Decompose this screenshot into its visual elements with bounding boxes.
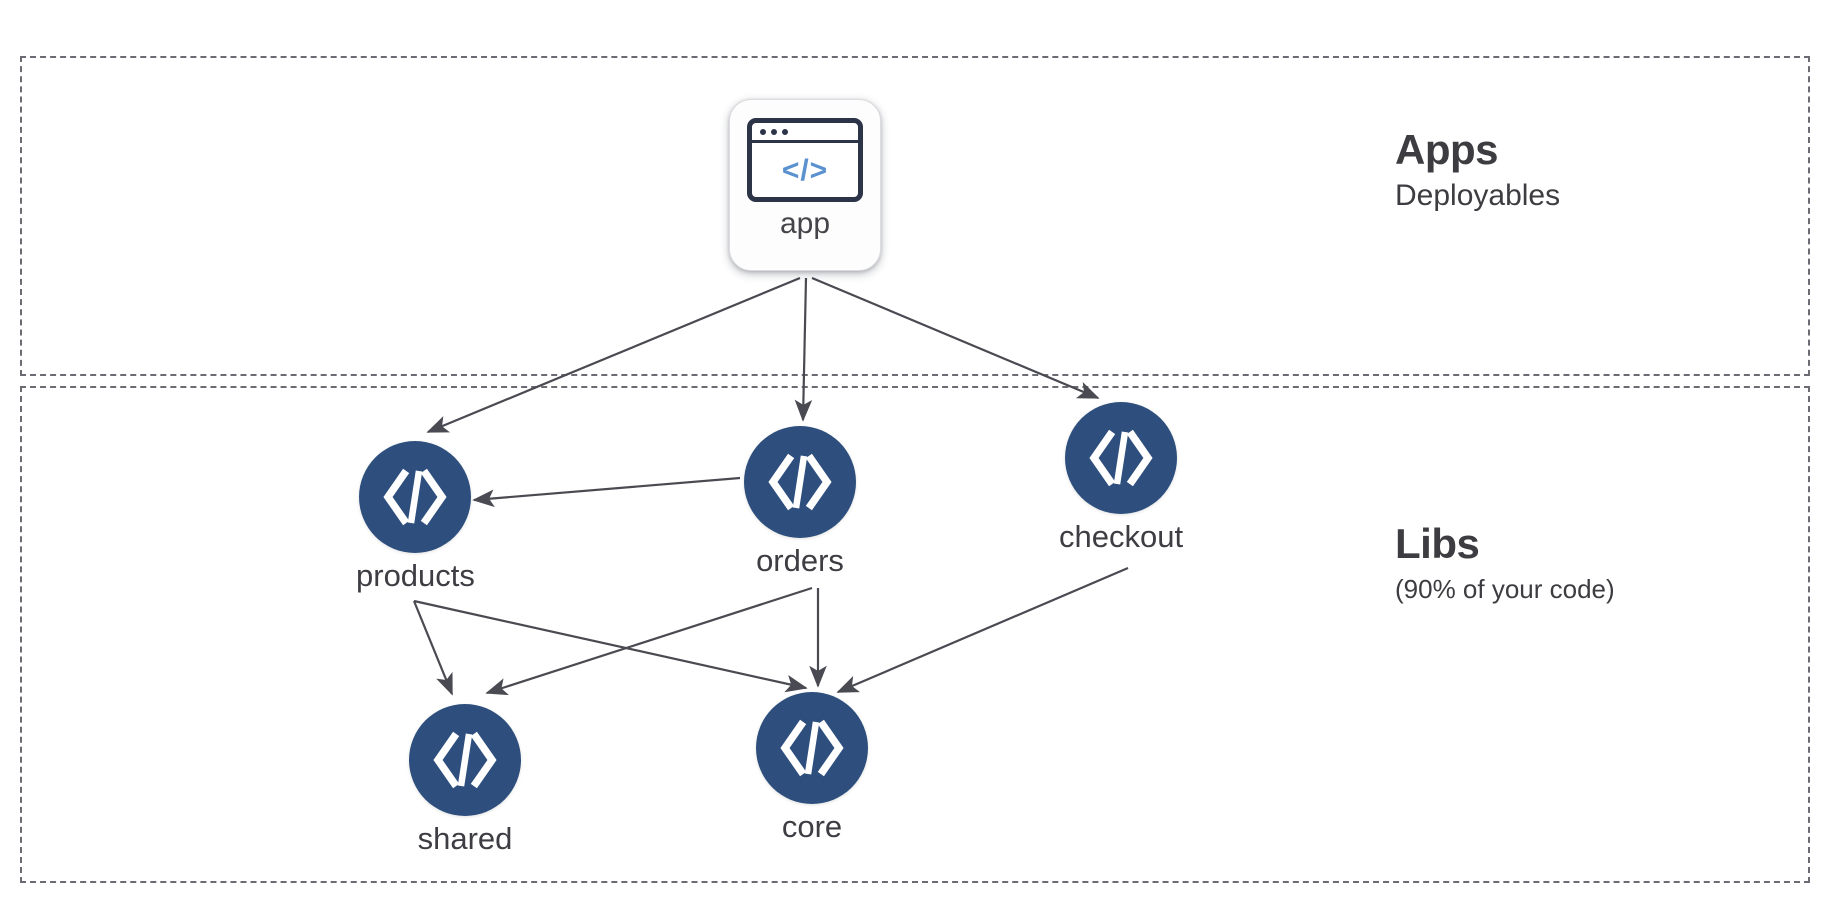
code-brackets-icon	[359, 441, 472, 553]
node-products-label: products	[356, 558, 475, 593]
node-orders[interactable]: orders	[744, 426, 856, 576]
code-brackets-icon	[744, 426, 856, 538]
node-shared[interactable]: shared	[409, 704, 521, 854]
node-orders-label: orders	[756, 543, 844, 578]
zone-libs-legend: Libs (90% of your code)	[1395, 520, 1615, 605]
zone-libs-title: Libs	[1395, 520, 1480, 567]
code-brackets-icon	[409, 704, 521, 816]
node-app[interactable]: </> app	[729, 99, 881, 271]
browser-dot-icon	[782, 128, 788, 135]
zone-apps-subtitle: Deployables	[1395, 179, 1561, 213]
zone-libs-subtitle: (90% of your code)	[1395, 574, 1615, 605]
node-checkout[interactable]: checkout	[1059, 402, 1183, 552]
browser-code-icon: </>	[747, 118, 863, 202]
code-brackets-icon	[756, 692, 868, 804]
node-core-label: core	[781, 809, 843, 844]
zone-apps	[20, 56, 1810, 376]
node-products[interactable]: products	[356, 441, 475, 591]
code-brackets-glyph: </>	[781, 154, 829, 187]
zone-libs	[20, 386, 1810, 883]
node-checkout-label: checkout	[1059, 519, 1184, 554]
browser-dot-icon	[760, 128, 766, 135]
zone-apps-legend: Apps Deployables	[1395, 126, 1561, 214]
zone-apps-title: Apps	[1395, 126, 1499, 173]
browser-dot-icon	[771, 128, 777, 135]
code-brackets-icon	[1065, 402, 1178, 514]
node-app-label: app	[779, 207, 831, 240]
browser-titlebar	[752, 123, 858, 143]
node-core[interactable]: core	[756, 692, 868, 842]
node-shared-label: shared	[417, 821, 513, 856]
